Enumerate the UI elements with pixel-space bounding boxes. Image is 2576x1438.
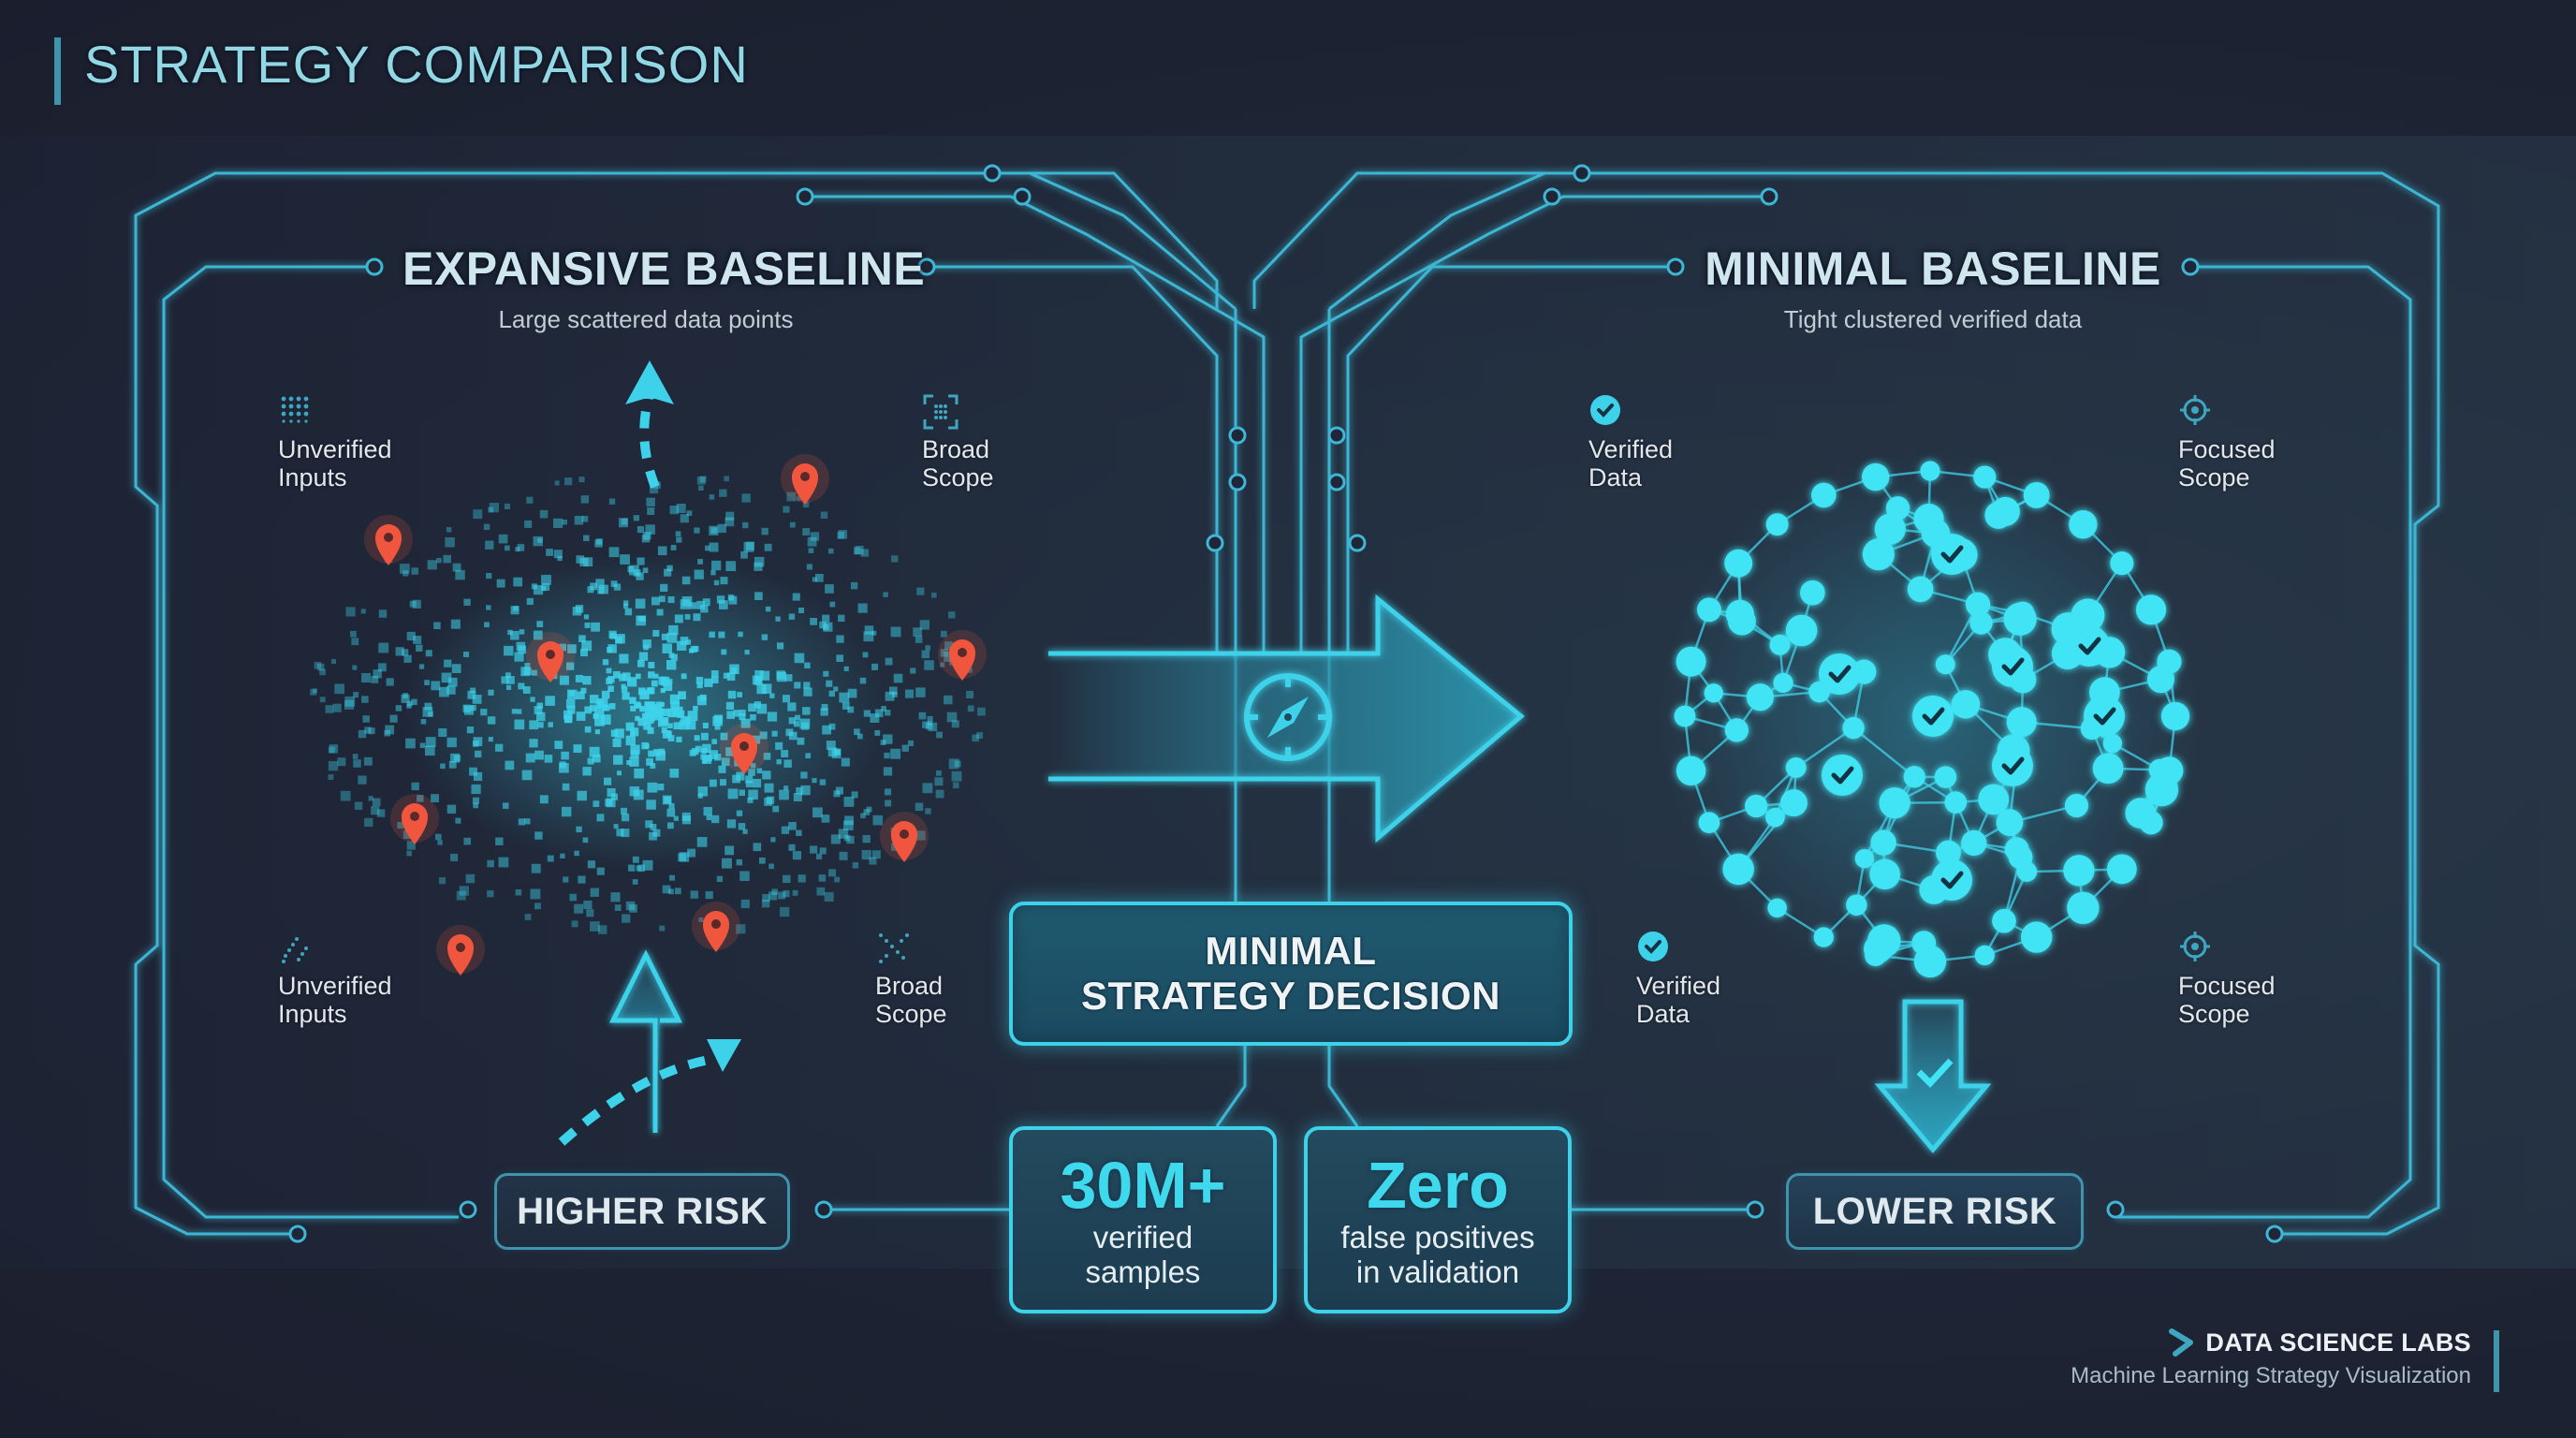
brand-accent-bar bbox=[2494, 1330, 2499, 1392]
left-panel-subtitle: Large scattered data points bbox=[498, 305, 794, 333]
strategy-decision-box: MINIMAL STRATEGY DECISION bbox=[1009, 902, 1573, 1046]
cross-dots-icon bbox=[879, 933, 909, 963]
location-pin-icon bbox=[436, 925, 485, 976]
target-icon bbox=[2180, 932, 2210, 961]
stat-value: 30M+ bbox=[1060, 1149, 1226, 1222]
scattered-dots-icon bbox=[282, 937, 308, 963]
scan-frame-icon bbox=[923, 394, 959, 430]
compass-icon bbox=[1244, 673, 1332, 761]
check-circle-icon bbox=[1638, 932, 1668, 961]
right-panel-title: MINIMAL BASELINE bbox=[1705, 242, 2161, 295]
location-pin-icon bbox=[692, 902, 740, 952]
dot-grid-icon bbox=[281, 396, 309, 423]
lower-risk-badge: LOWER RISK bbox=[1786, 1173, 2084, 1250]
higher-risk-badge: HIGHER RISK bbox=[494, 1173, 790, 1250]
decision-line-2: STRATEGY DECISION bbox=[1080, 974, 1500, 1018]
location-pin-icon bbox=[781, 454, 829, 505]
location-pin-icon bbox=[364, 515, 413, 565]
right-panel-subtitle: Tight clustered verified data bbox=[1783, 305, 2083, 333]
down-arrow-check bbox=[1874, 999, 1992, 1153]
location-pin-icon bbox=[880, 812, 929, 862]
location-pin-icon bbox=[938, 630, 987, 681]
title-accent-bar bbox=[54, 37, 61, 105]
dashed-up-arrow bbox=[625, 360, 674, 489]
location-pin-icon bbox=[720, 724, 768, 774]
red-location-pins bbox=[364, 454, 987, 976]
location-pin-icon bbox=[390, 794, 439, 844]
check-circle-icon bbox=[1590, 395, 1620, 425]
stat-value: Zero bbox=[1367, 1149, 1509, 1222]
chevron-logo-icon bbox=[2169, 1328, 2194, 1357]
decision-line-1: MINIMAL bbox=[1205, 929, 1377, 973]
brand-name: DATA SCIENCE LABS bbox=[2205, 1328, 2471, 1357]
brand-subtitle: Machine Learning Strategy Visualization bbox=[2071, 1363, 2471, 1388]
page-title: STRATEGY COMPARISON bbox=[84, 35, 749, 94]
left-panel-title: EXPANSIVE BASELINE bbox=[402, 242, 926, 295]
network-sphere bbox=[1657, 449, 2200, 992]
center-right-arrow bbox=[1048, 594, 1525, 844]
scatter-cloud bbox=[310, 476, 986, 934]
large-up-arrow bbox=[558, 949, 741, 1146]
brand-block: DATA SCIENCE LABS Machine Learning Strat… bbox=[2059, 1328, 2471, 1389]
target-icon bbox=[2180, 395, 2210, 425]
location-pin-icon bbox=[526, 632, 575, 682]
